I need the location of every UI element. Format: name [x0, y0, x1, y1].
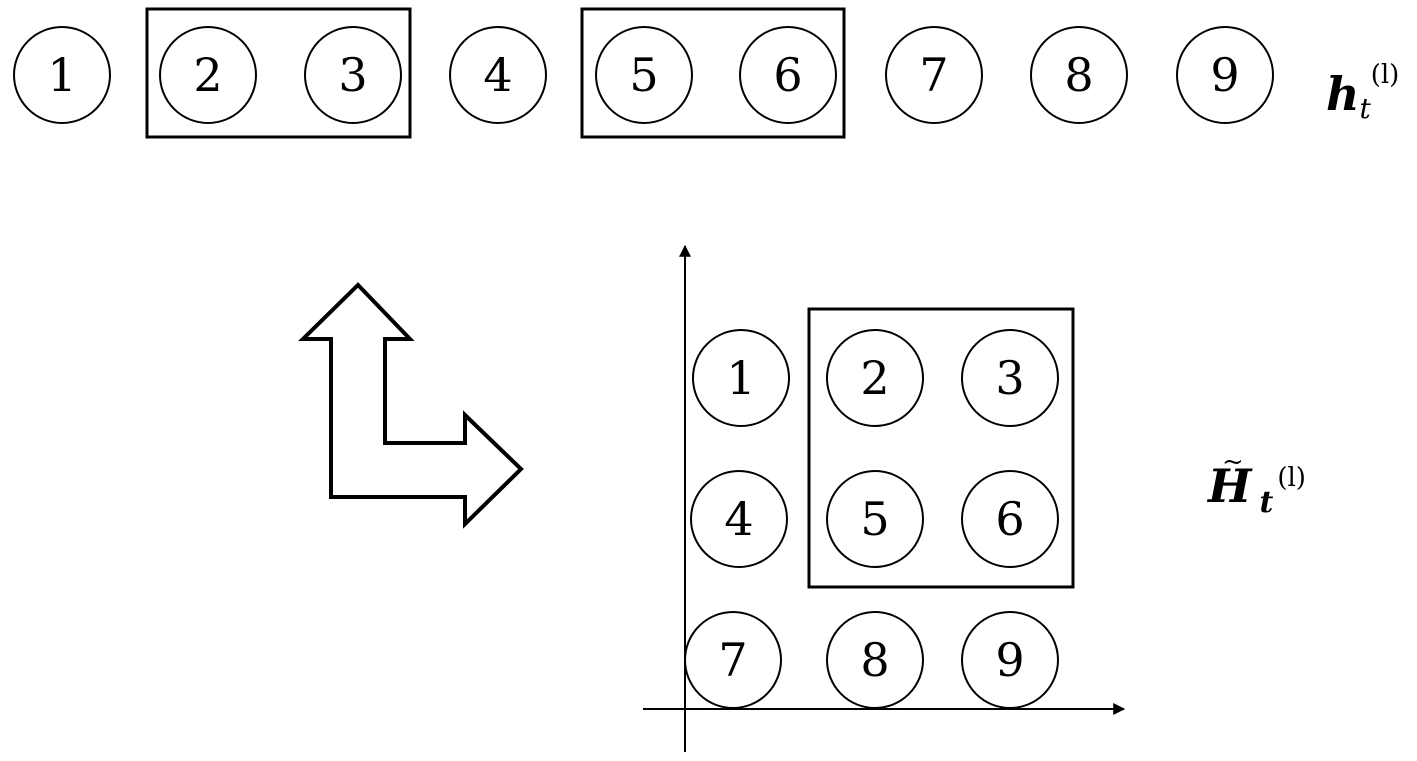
matrix-node-label: 6	[995, 492, 1024, 546]
matrix-label-main: H	[1206, 459, 1253, 513]
vector-label: ht(l)	[1326, 60, 1399, 125]
vector-node-label: 3	[338, 48, 367, 102]
matrix-node: 9	[961, 611, 1059, 709]
vector-row: 1 2 3 4 5 6 7 8 9	[13, 7, 1274, 139]
matrix-node-label: 8	[860, 633, 889, 687]
reshape-arrow-icon	[298, 282, 524, 529]
vector-node: 4	[449, 26, 547, 124]
matrix-node: 6	[961, 470, 1059, 568]
vector-node: 5	[595, 26, 693, 124]
vector-node-label: 5	[629, 48, 658, 102]
matrix-grid: 1 2 3 4 5 6 7 8 9	[684, 329, 1059, 709]
matrix-node: 8	[826, 611, 924, 709]
vector-node-label: 1	[47, 48, 76, 102]
matrix-node: 7	[684, 611, 782, 709]
matrix-node: 3	[961, 329, 1059, 427]
vector-node: 7	[885, 26, 983, 124]
matrix-label-tilde: ~	[1222, 447, 1244, 477]
matrix-node: 5	[826, 470, 924, 568]
matrix-node: 2	[826, 329, 924, 427]
matrix-node-label: 4	[724, 492, 753, 546]
vector-node-label: 7	[919, 48, 948, 102]
matrix-label-sub: t	[1259, 485, 1273, 520]
vector-node-label: 4	[483, 48, 512, 102]
vector-node: 2	[159, 26, 257, 124]
matrix-node-label: 2	[860, 351, 889, 405]
matrix-node-label: 9	[995, 633, 1024, 687]
vector-label-sup: (l)	[1371, 60, 1400, 90]
matrix-node-label: 7	[718, 633, 747, 687]
vector-node: 9	[1176, 26, 1274, 124]
vector-node-label: 6	[773, 48, 802, 102]
vector-node-label: 2	[193, 48, 222, 102]
vector-node: 6	[739, 26, 837, 124]
vector-node: 3	[304, 26, 402, 124]
vector-node: 1	[13, 26, 111, 124]
matrix-node: 4	[690, 470, 788, 568]
vector-group-box-1	[145, 7, 412, 139]
matrix-group-box	[807, 307, 1075, 589]
matrix-node-label: 1	[726, 351, 755, 405]
matrix-node-label: 5	[860, 492, 889, 546]
matrix-node-label: 3	[995, 351, 1024, 405]
vector-label-main: h	[1326, 67, 1359, 121]
vector-node-label: 9	[1210, 48, 1239, 102]
matrix-node: 1	[692, 329, 790, 427]
vector-label-sub: t	[1359, 92, 1371, 125]
matrix-label-sup: (l)	[1277, 463, 1306, 493]
vector-group-box-2	[580, 7, 846, 139]
vector-node: 8	[1030, 26, 1128, 124]
vector-node-label: 8	[1064, 48, 1093, 102]
